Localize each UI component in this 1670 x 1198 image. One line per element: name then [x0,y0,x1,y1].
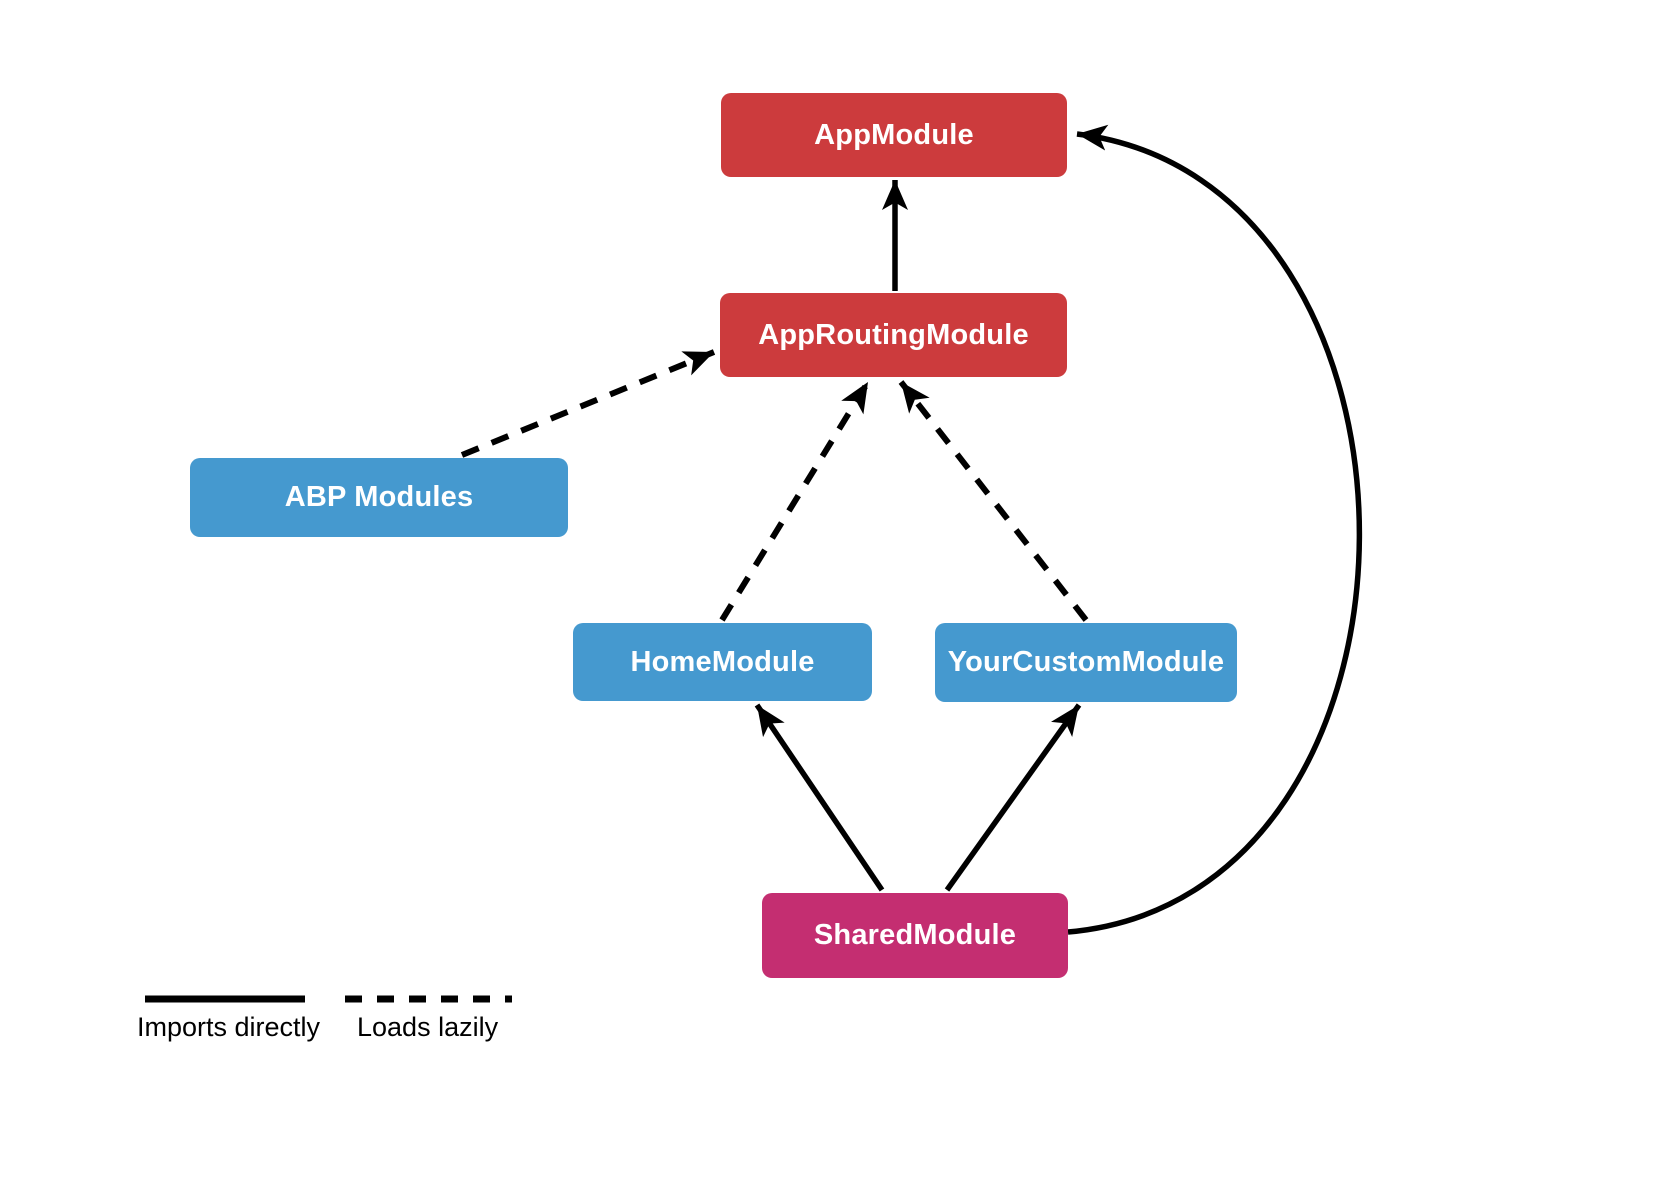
legend-label-loads-lazily: Loads lazily [357,1012,499,1042]
edge-abpmodules-to-approutingmodule [460,349,716,458]
legend-label-imports-directly: Imports directly [137,1012,321,1042]
node-approutingmodule: AppRoutingModule [720,293,1067,377]
node-sharedmodule: SharedModule [762,893,1068,978]
edge-sharedmodule-to-yourcustommodule [944,703,1082,892]
node-appmodule: AppModule [721,93,1067,177]
node-abpmodules: ABP Modules [190,458,568,537]
edge-yourcustommodule-to-approutingmodule [898,380,1089,622]
node-yourcustommodule: YourCustomModule [935,623,1237,702]
edge-sharedmodule-to-appmodule-curve [1067,124,1363,935]
edge-sharedmodule-to-homemodule [754,703,885,892]
node-homemodule: HomeModule [573,623,872,701]
edge-homemodule-to-approutingmodule [719,380,871,622]
